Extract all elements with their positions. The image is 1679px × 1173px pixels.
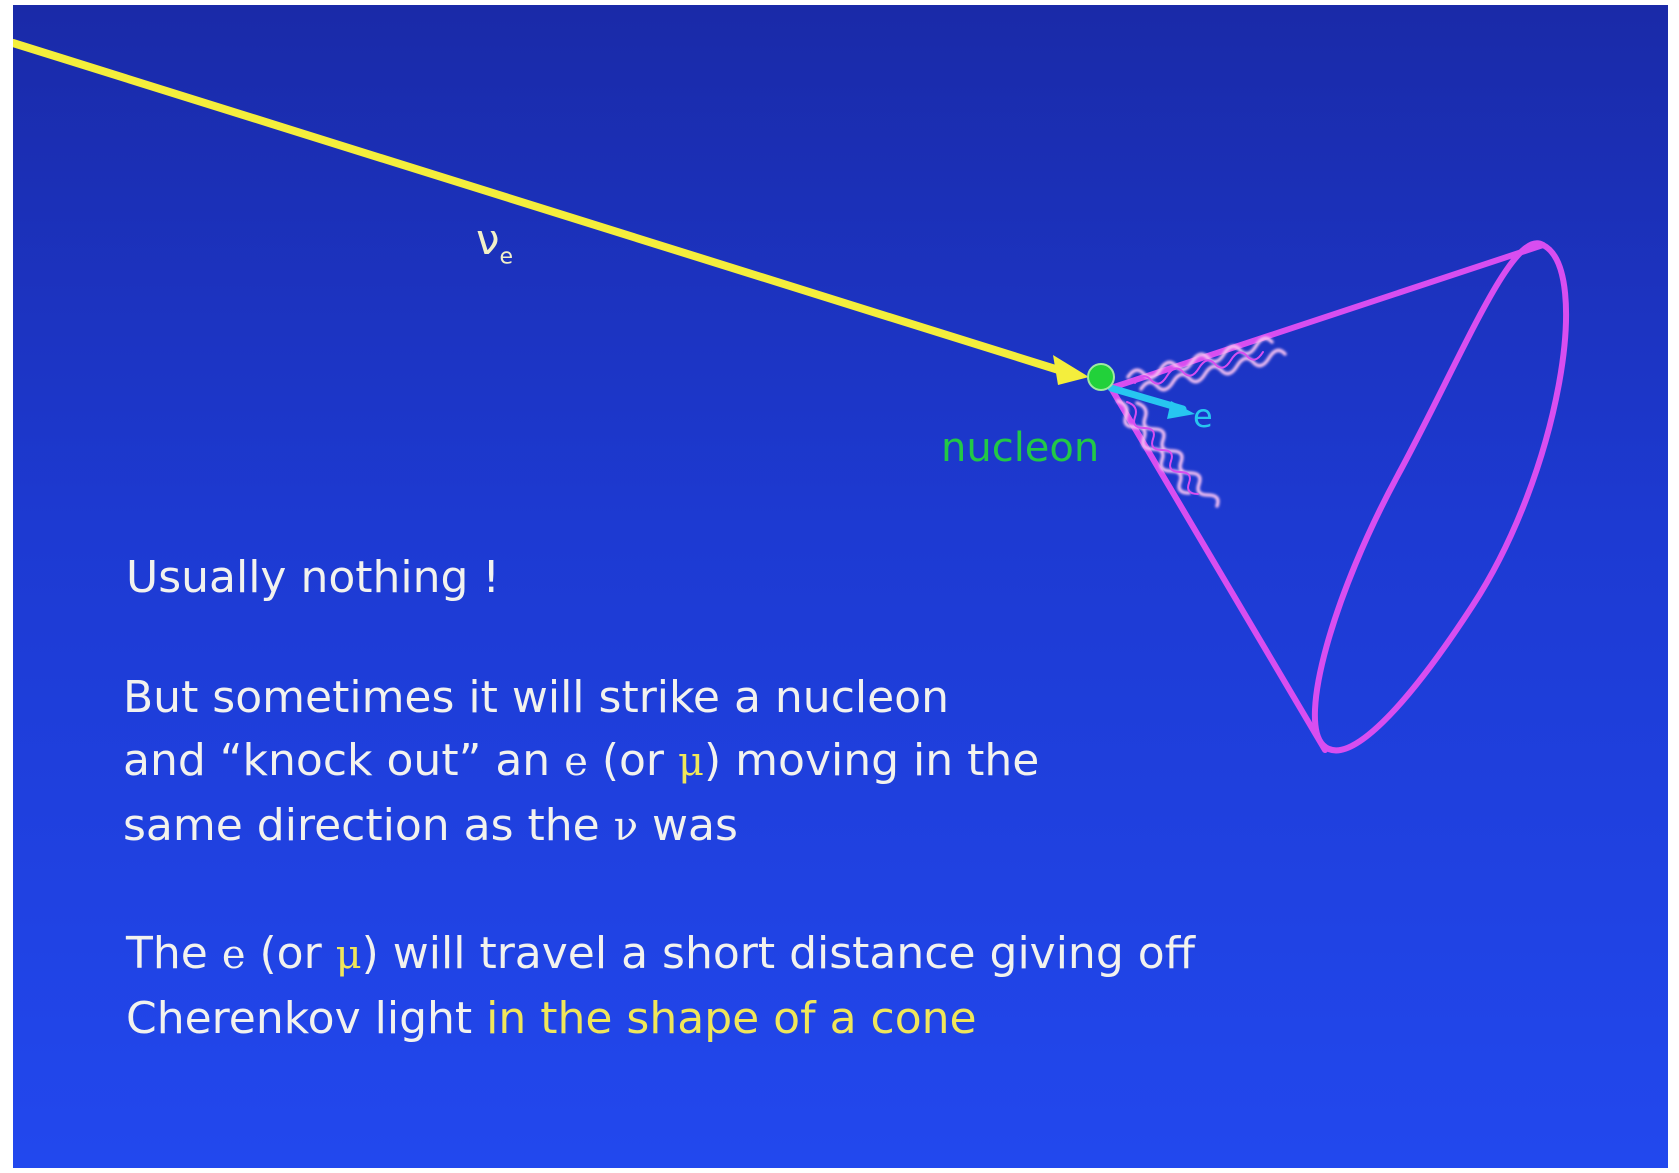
neutrino-symbol-inline: ν bbox=[614, 804, 638, 850]
cone-ellipse bbox=[1315, 243, 1566, 750]
knock-out-line-3a: same direction as the bbox=[123, 800, 614, 851]
cherenkov-line-1: The e (or μ) will travel a short distanc… bbox=[126, 922, 1195, 987]
cherenkov-line-2: Cherenkov light in the shape of a cone bbox=[126, 987, 1195, 1050]
knock-out-line-1: But sometimes it will strike a nucleon bbox=[123, 666, 1039, 729]
cherenkov-cone bbox=[1111, 243, 1566, 750]
knock-out-line-2c: ) moving in the bbox=[704, 735, 1039, 786]
nucleon-label: nucleon bbox=[941, 425, 1099, 471]
knock-out-line-3b: was bbox=[638, 800, 738, 851]
neutrino-track bbox=[13, 43, 1065, 372]
neutrino-label: νe bbox=[476, 215, 513, 269]
cherenkov-line-1c: ) will travel a short distance giving of… bbox=[362, 928, 1195, 979]
neutrino-subscript: e bbox=[499, 244, 513, 269]
text-usually-nothing: Usually nothing ! bbox=[126, 546, 500, 609]
slide: νe nucleon e Usually nothing ! But somet… bbox=[13, 5, 1668, 1168]
cherenkov-line-1a: The bbox=[126, 928, 222, 979]
electron-symbol: e bbox=[564, 739, 588, 785]
knock-out-line-3: same direction as the ν was bbox=[123, 794, 1039, 859]
electron-symbol-2: e bbox=[222, 932, 246, 978]
knock-out-line-2: and “knock out” an e (or μ) moving in th… bbox=[123, 729, 1039, 794]
cone-shape-phrase: in the shape of a cone bbox=[486, 993, 976, 1044]
neutrino-symbol: ν bbox=[476, 215, 499, 264]
text-knock-out-paragraph: But sometimes it will strike a nucleon a… bbox=[123, 666, 1039, 859]
nucleon-dot bbox=[1088, 364, 1114, 390]
cherenkov-line-1b: (or bbox=[246, 928, 336, 979]
knock-out-line-2b: (or bbox=[588, 735, 678, 786]
neutrino-arrowhead bbox=[1053, 355, 1089, 385]
cherenkov-line-2a: Cherenkov light bbox=[126, 993, 486, 1044]
usually-nothing-text: Usually nothing ! bbox=[126, 552, 500, 603]
knock-out-line-2a: and “knock out” an bbox=[123, 735, 564, 786]
electron-label: e bbox=[1193, 397, 1213, 435]
text-cherenkov-paragraph: The e (or μ) will travel a short distanc… bbox=[126, 922, 1195, 1050]
muon-symbol-2: μ bbox=[336, 932, 362, 978]
muon-symbol: μ bbox=[678, 739, 704, 785]
electron-arrowhead bbox=[1167, 401, 1195, 419]
